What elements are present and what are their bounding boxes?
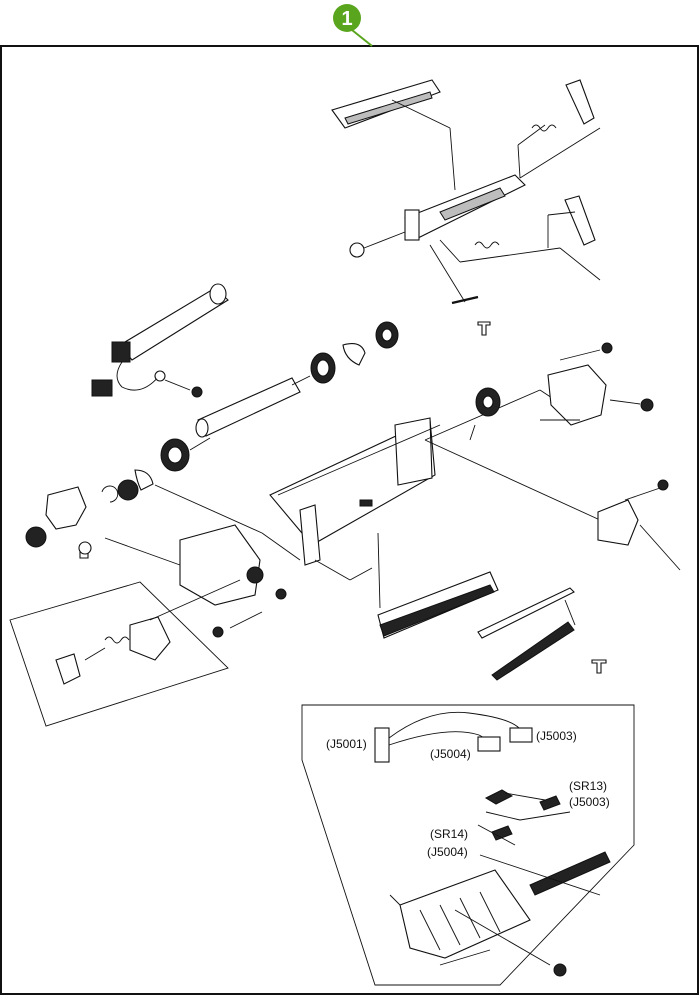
connector-j5003 (510, 728, 532, 742)
top-guide-assembly (332, 80, 600, 335)
label-j5003-mid: (J5003) (569, 795, 610, 809)
label-j5001: (J5001) (326, 737, 367, 751)
label-j5004-mid: (J5004) (427, 845, 468, 859)
label-sr14: (SR14) (430, 827, 468, 841)
connector-j5004 (478, 737, 500, 751)
callout-badge: 1 (333, 4, 372, 46)
lower-rods (478, 588, 606, 680)
label-j5004-top: (J5004) (430, 747, 471, 761)
connector-j5001 (375, 728, 389, 762)
drive-assembly (10, 525, 286, 726)
label-j5003-top: (J5003) (536, 729, 577, 743)
callout-number: 1 (341, 8, 352, 30)
label-sr13: (SR13) (569, 779, 607, 793)
